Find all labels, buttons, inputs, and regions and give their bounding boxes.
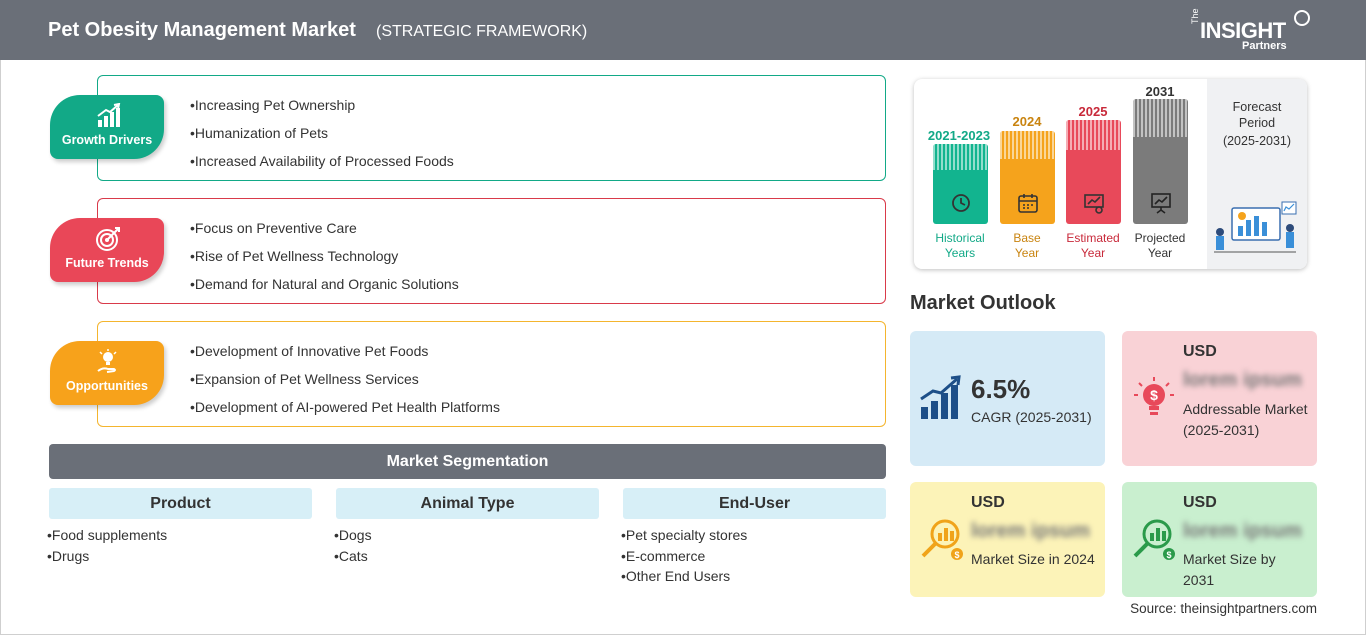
timeline-year-historical: 2021-2023 [927, 128, 991, 143]
timeline-bar-historical [933, 144, 988, 224]
segment-list-end-user: Pet specialty stores E-commerce Other En… [621, 526, 747, 588]
growth-chart-icon [97, 103, 121, 127]
opportunities-box: Development of Innovative Pet Foods Expa… [97, 321, 886, 427]
lightbulb-hand-icon [97, 349, 117, 373]
history-clock-icon [952, 194, 970, 212]
list-item: Food supplements [47, 526, 167, 547]
cagr-value: 6.5% [971, 374, 1031, 404]
header-bar: Pet Obesity Management Market (STRATEGIC… [0, 0, 1366, 60]
rising-bar-chart-icon [920, 375, 961, 419]
page-subtitle: (STRATEGIC FRAMEWORK) [376, 23, 588, 40]
future-trends-badge: Future Trends [50, 218, 164, 282]
magnifier-chart-icon: $ [1133, 519, 1175, 560]
list-item: Development of Innovative Pet Foods [190, 341, 500, 369]
list-item: Pet specialty stores [621, 526, 747, 547]
lightbulb-dollar-icon: $ [1134, 377, 1174, 415]
list-item: Humanization of Pets [190, 123, 454, 151]
insight-partners-logo[interactable]: The INSIGHT Partners [1190, 8, 1320, 54]
svg-text:$: $ [954, 550, 959, 560]
calendar-icon [1018, 194, 1038, 213]
addressable-usd: USD [1183, 343, 1217, 360]
segment-list-animal-type: Dogs Cats [334, 526, 372, 567]
future-trends-list: Focus on Preventive Care Rise of Pet Wel… [190, 218, 459, 302]
svg-text:$: $ [1166, 550, 1171, 560]
list-item: E-commerce [621, 547, 747, 568]
size-2031-value: lorem ipsum [1183, 520, 1302, 542]
timeline-year-projected: 2031 [1145, 84, 1175, 99]
size-2024-value: lorem ipsum [971, 520, 1090, 542]
list-item: Rise of Pet Wellness Technology [190, 246, 459, 274]
future-trends-label: Future Trends [65, 256, 149, 270]
logo-the-text: The [1190, 8, 1200, 24]
opportunities-badge: Opportunities [50, 341, 164, 405]
growth-drivers-list: Increasing Pet Ownership Humanization of… [190, 95, 454, 179]
timeline-year-estimated: 2025 [1078, 104, 1108, 119]
logo-insight-text: INSIGHT [1200, 18, 1286, 43]
cagr-card: 6.5% CAGR (2025-2031) [910, 331, 1105, 466]
addressable-market-card: $ USD lorem ipsum Addressable Market (20… [1122, 331, 1317, 466]
addressable-label: Addressable Market (2025-2031) [1183, 401, 1308, 438]
presentation-chart-icon [1151, 193, 1171, 214]
timeline-bar-base [1000, 131, 1055, 224]
addressable-value: lorem ipsum [1183, 369, 1302, 391]
magnifier-chart-icon: $ [921, 519, 963, 560]
size-2024-label: Market Size in 2024 [971, 551, 1095, 567]
size-2031-label: Market Size by 2031 [1183, 551, 1276, 588]
cagr-label: CAGR (2025-2031) [971, 409, 1092, 425]
opportunities-label: Opportunities [66, 379, 148, 393]
list-item: Expansion of Pet Wellness Services [190, 369, 500, 397]
page-title: Pet Obesity Management Market [48, 19, 356, 41]
list-item: Other End Users [621, 567, 747, 588]
segment-list-product: Food supplements Drugs [47, 526, 167, 567]
timeline-bar-estimated [1066, 120, 1121, 224]
list-item: Dogs [334, 526, 372, 547]
timeline-year-base: 2024 [1012, 114, 1042, 129]
list-item: Focus on Preventive Care [190, 218, 459, 246]
list-item: Development of AI-powered Pet Health Pla… [190, 397, 500, 425]
list-item: Demand for Natural and Organic Solutions [190, 274, 459, 302]
segment-header-animal-type: Animal Type [336, 488, 599, 519]
segment-header-product: Product [49, 488, 312, 519]
logo-ring-icon [1294, 10, 1310, 26]
timeline-bar-projected [1133, 99, 1188, 224]
list-item: Cats [334, 547, 372, 568]
size-2024-usd: USD [971, 494, 1005, 511]
market-size-2031-card: $ USD lorem ipsum Market Size by 2031 [1122, 482, 1317, 597]
source-link[interactable]: Source: theinsightpartners.com [1130, 601, 1317, 616]
market-size-2024-card: $ USD lorem ipsum Market Size in 2024 [910, 482, 1105, 597]
target-icon [96, 227, 120, 251]
analyst-dashboard-icon [1214, 201, 1297, 253]
opportunities-list: Development of Innovative Pet Foods Expa… [190, 341, 500, 425]
growth-drivers-badge: Growth Drivers [50, 95, 164, 159]
list-item: Drugs [47, 547, 167, 568]
list-item: Increasing Pet Ownership [190, 95, 454, 123]
growth-drivers-label: Growth Drivers [61, 133, 153, 147]
size-2031-usd: USD [1183, 494, 1217, 511]
market-outlook-title: Market Outlook [910, 292, 1056, 314]
segment-header-end-user: End-User [623, 488, 886, 519]
list-item: Increased Availability of Processed Food… [190, 151, 454, 179]
svg-text:$: $ [1150, 387, 1158, 403]
gear-chart-icon [1084, 194, 1104, 214]
growth-drivers-box: Increasing Pet Ownership Humanization of… [97, 75, 886, 181]
forecast-period-text: Forecast Period (2025-2031) [1222, 100, 1292, 148]
logo-partners-text: Partners [1242, 40, 1287, 52]
market-segmentation-header: Market Segmentation [49, 444, 886, 479]
future-trends-box: Focus on Preventive Care Rise of Pet Wel… [97, 198, 886, 304]
